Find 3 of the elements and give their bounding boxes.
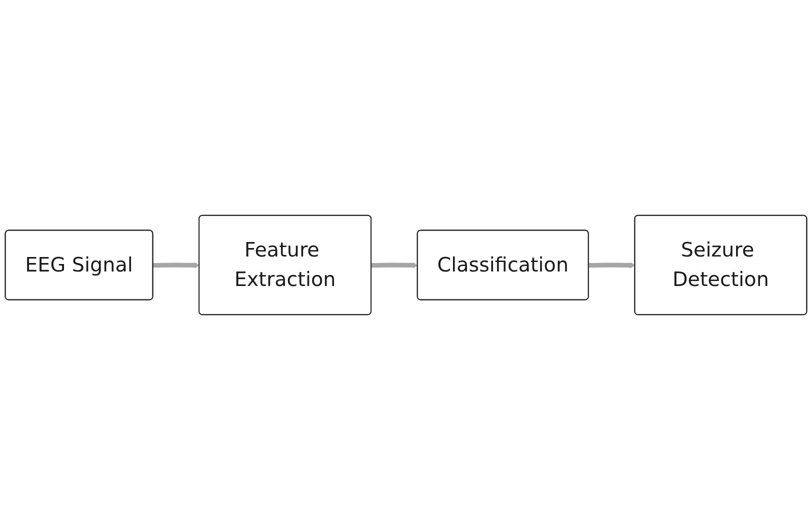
arrow (153, 262, 200, 268)
arrow (371, 262, 418, 268)
arrow (588, 262, 636, 268)
